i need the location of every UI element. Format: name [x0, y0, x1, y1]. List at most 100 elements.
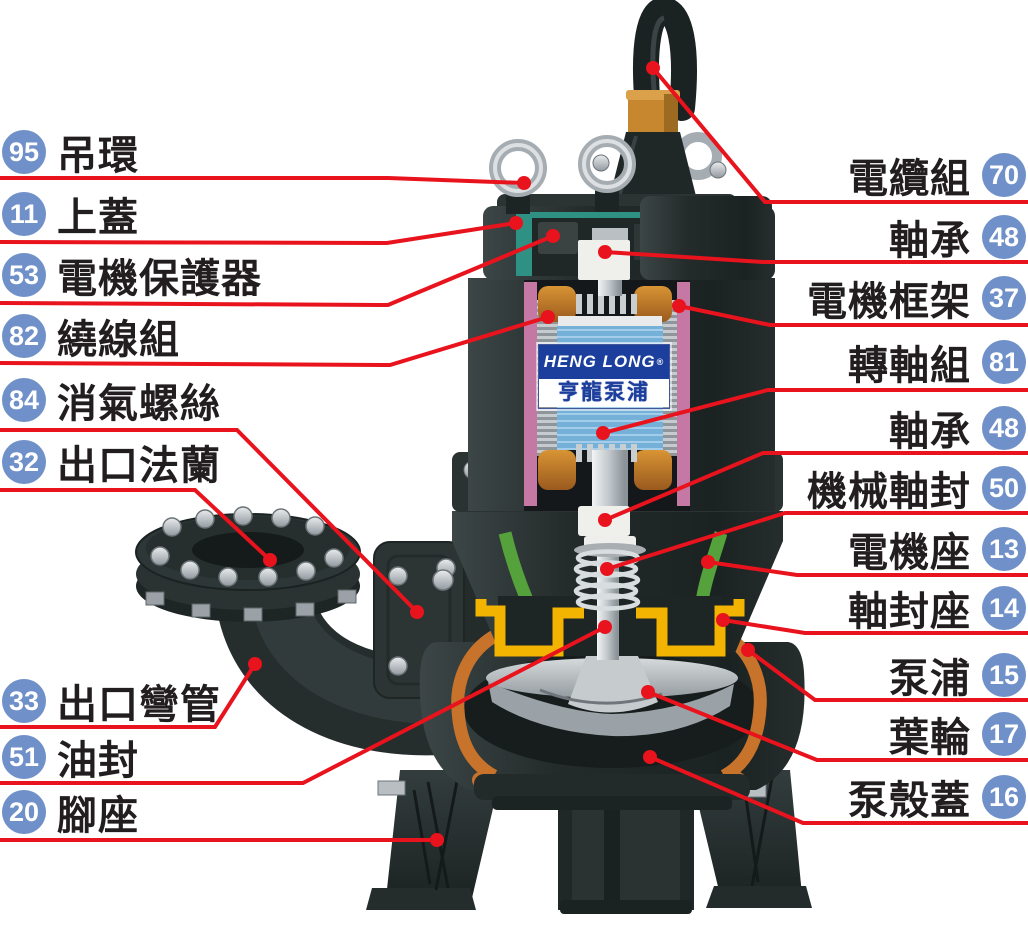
part-name: 出口彎管 — [57, 683, 221, 727]
registered-mark: ® — [656, 357, 665, 367]
flange-nuts — [145, 589, 357, 622]
pump-casing-group — [419, 626, 805, 810]
middle-foot-groove — [604, 784, 620, 904]
leader-bearing-lower — [604, 451, 1028, 522]
leader-lines — [0, 66, 1028, 842]
part-number-badge: 14 — [982, 586, 1026, 630]
label-impeller: 葉輪 17 — [889, 703, 1026, 765]
casing-cut-left — [451, 628, 502, 782]
part-name: 繞線組 — [57, 318, 180, 362]
label-outlet-elbow: 33 出口彎管 — [2, 670, 221, 732]
part-name: 腳座 — [57, 794, 139, 838]
leader-pump-casing-cover — [649, 755, 1028, 825]
cable-highlight — [650, 15, 666, 101]
motor-frame-cut-right — [677, 282, 690, 506]
lifting-ring-center-hl — [582, 139, 632, 189]
brand-name: HENG LONG® — [539, 345, 669, 379]
label-winding-set: 82 繞線組 — [2, 305, 180, 367]
part-name: 吊環 — [57, 134, 139, 178]
rotor-teeth-top — [576, 294, 637, 314]
part-number-badge: 13 — [982, 527, 1026, 571]
part-name: 油封 — [57, 739, 139, 783]
leader-outlet-elbow — [0, 662, 257, 729]
seal-seat-cut-left — [475, 599, 584, 657]
label-bearing-lower: 軸承 48 — [889, 397, 1026, 459]
flange-bolts — [150, 506, 344, 587]
part-number-badge: 48 — [982, 215, 1026, 259]
label-motor-seat: 電機座 13 — [848, 518, 1026, 580]
label-pump-casing-cover: 泵殼蓋 16 — [848, 766, 1026, 828]
leader-pump-casing — [746, 648, 1028, 702]
label-seal-seat: 軸封座 14 — [848, 577, 1026, 639]
cable-base-block — [640, 196, 772, 280]
label-motor-frame: 電機框架 37 — [807, 267, 1026, 329]
part-name: 上蓋 — [57, 196, 139, 240]
winding-bottom-left — [538, 450, 576, 490]
winding-top-right — [634, 286, 672, 322]
part-number-badge: 84 — [2, 378, 46, 422]
connection-flange-line — [386, 554, 452, 686]
leader-bearing-upper — [604, 250, 1028, 264]
part-number-badge: 51 — [2, 735, 46, 779]
pump-casing-cover-rim — [492, 796, 732, 810]
part-name: 葉輪 — [889, 716, 971, 760]
rotor-end-ring — [558, 316, 662, 326]
seal-area-group — [452, 511, 783, 660]
label-oil-seal: 51 油封 — [2, 726, 139, 788]
leader-lifting-ring — [0, 176, 525, 185]
brand-name-chinese: 亨龍泵浦 — [539, 379, 669, 407]
label-shaft-set: 轉軸組 81 — [848, 331, 1026, 393]
part-name: 轉軸組 — [848, 344, 971, 388]
part-number-badge: 32 — [2, 440, 46, 484]
part-name: 電纜組 — [848, 157, 971, 201]
leader-winding-set — [0, 315, 549, 368]
part-name: 機械軸封 — [807, 470, 971, 514]
leader-top-cover — [0, 221, 517, 246]
leader-motor-frame — [678, 304, 1028, 327]
leader-impeller — [647, 690, 1028, 762]
leader-outlet-flange — [0, 488, 272, 562]
part-name: 泵浦 — [889, 657, 971, 701]
part-number-badge: 37 — [982, 276, 1026, 320]
part-number-badge: 16 — [982, 775, 1026, 819]
label-outlet-flange: 32 出口法蘭 — [2, 431, 221, 493]
part-name: 電機座 — [848, 531, 971, 575]
part-number-badge: 95 — [2, 130, 46, 174]
label-pump-casing: 泵浦 15 — [889, 644, 1026, 706]
part-name: 軸承 — [889, 219, 971, 263]
middle-foot-pad — [560, 900, 692, 914]
seal-seat-cut-right — [636, 599, 745, 657]
leader-motor-seat — [707, 560, 1028, 577]
leader-air-release-screw — [0, 428, 419, 614]
leader-shaft-set — [602, 388, 1028, 435]
right-foot-pad — [706, 886, 812, 908]
brand-plate: HENG LONG® 亨龍泵浦 — [538, 344, 670, 409]
leader-oil-seal — [0, 625, 606, 785]
leader-dots — [248, 61, 755, 847]
bearing-upper — [578, 240, 630, 280]
label-mechanical-seal: 機械軸封 50 — [807, 457, 1026, 519]
top-cover-group — [483, 0, 775, 280]
part-number-badge: 50 — [982, 466, 1026, 510]
cable-gland-shade — [664, 94, 678, 136]
part-number-badge: 53 — [2, 253, 46, 297]
part-number-badge: 48 — [982, 406, 1026, 450]
part-name: 泵殼蓋 — [848, 779, 971, 823]
part-name: 軸承 — [889, 410, 971, 454]
leader-cable-set — [651, 66, 1028, 204]
cover-bolt — [709, 161, 727, 179]
impeller-shroud — [488, 682, 734, 737]
label-cable-set: 電纜組 70 — [848, 144, 1026, 206]
part-name: 電機保護器 — [57, 257, 262, 301]
part-number-badge: 17 — [982, 712, 1026, 756]
label-bearing-upper: 軸承 48 — [889, 206, 1026, 268]
foot-bolt — [377, 780, 406, 796]
leader-mechanical-seal — [606, 511, 1028, 571]
pump-casing-cover — [474, 774, 750, 800]
part-name: 消氣螺絲 — [57, 382, 221, 426]
part-number-badge: 81 — [982, 340, 1026, 384]
cover-bolt — [592, 154, 610, 172]
part-number-badge: 82 — [2, 314, 46, 358]
part-number-badge: 20 — [2, 790, 46, 834]
